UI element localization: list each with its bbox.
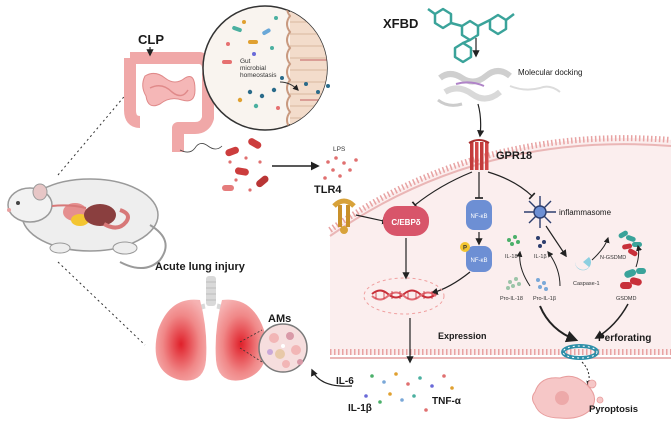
il1b-mature — [536, 236, 546, 248]
cebp-label: C/EBPδ — [391, 218, 420, 227]
mouse-illustration — [7, 178, 167, 269]
phospho-label: P — [463, 246, 467, 252]
pro-il18-label: Pro-IL-18 — [500, 296, 523, 302]
perforating-label: Perforating — [598, 333, 651, 344]
leak-line — [179, 143, 223, 153]
cell — [328, 135, 671, 359]
pro-il1b-cleave-arrow — [547, 251, 561, 287]
pyroptotic-cell — [532, 375, 604, 419]
il18-label: IL-18 — [505, 254, 518, 260]
lps-dots — [323, 156, 358, 180]
inflammasome-node — [524, 196, 556, 228]
xfbd-label: XFBD — [383, 16, 418, 31]
gsdmd-to-ngsdmd-arrow — [635, 244, 642, 268]
tlr4-label: TLR4 — [314, 184, 342, 196]
pro-il1b — [536, 278, 548, 291]
dna-nucleus — [363, 277, 445, 315]
docking-protein — [437, 68, 561, 107]
nfkb-label: NF-κB — [471, 214, 488, 220]
expression-label: Expression — [438, 331, 487, 341]
inflammasome-to-caspase-arrow — [545, 225, 567, 258]
il1b-label: IL-1β — [348, 403, 372, 414]
gpr18-inhibit-cebp — [411, 171, 473, 209]
gut-zoom-circle — [202, 5, 330, 131]
phospho-badge — [460, 242, 470, 252]
gpr18-label: GPR18 — [496, 150, 532, 162]
nfkb-to-dna-arrow — [430, 271, 471, 295]
acute-lung-injury-label: Acute lung injury — [155, 261, 246, 273]
lungs-illustration — [155, 276, 267, 381]
gsdmd — [620, 268, 646, 289]
caspase1-label: Caspase-1 — [573, 281, 600, 287]
membrane-pore — [561, 344, 599, 360]
cytokine-particles — [364, 372, 454, 412]
il6-label: IL-6 — [336, 376, 354, 387]
ams-label: AMs — [268, 313, 291, 325]
docking-label: Molecular docking — [518, 68, 582, 77]
nfkb-p-node — [466, 246, 492, 272]
cytokines-to-ams-arrow — [311, 368, 353, 387]
il-release-arrow — [539, 305, 579, 343]
pore-to-pyroptosis-arrow — [581, 361, 593, 388]
ams-circle — [258, 323, 308, 373]
gpr18-inhibit-inflammasome — [487, 171, 536, 200]
tnfa-label: TNF-α — [432, 396, 462, 407]
pro-il18-cleave-arrow — [516, 250, 531, 287]
nfkb-p-label: NF-κB — [471, 258, 488, 264]
clp-label: CLP — [138, 32, 164, 47]
tlr4-to-cebp-arrow — [355, 214, 390, 225]
cebp-node — [383, 206, 429, 236]
gsdmd-to-pore-arrow — [594, 303, 629, 339]
pro-il18 — [506, 277, 521, 290]
intestine-illustration — [124, 52, 215, 152]
inflammasome-label: inflammasome — [559, 208, 612, 217]
lps-label: LPS — [333, 146, 346, 153]
tlr4-receptor — [332, 198, 356, 234]
caspase1-icon — [574, 257, 591, 271]
zoom-line-ams-bottom — [239, 347, 263, 363]
xfbd-molecule — [427, 7, 515, 64]
connector-mouse-lung — [57, 261, 146, 346]
nfkb-node — [466, 200, 492, 230]
gsdmd-label: GSDMD — [616, 296, 637, 302]
docking-to-gpr18-arrow — [477, 103, 485, 138]
caspase-to-ngsdmd-arrow — [591, 236, 610, 261]
pyroptosis-label: Pyroptosis — [589, 404, 638, 415]
zoom-line-ams-top — [239, 329, 263, 343]
connector-mouse-gut — [57, 91, 129, 176]
gut-homeostasis-label: Gut microbial homeostasis — [240, 58, 277, 79]
il18-mature — [507, 235, 520, 246]
pro-il1b-label: Pro-IL-1β — [533, 296, 556, 302]
gpr18-receptor — [468, 139, 490, 170]
il1b-small-label: IL-1β — [534, 254, 547, 260]
bacteria-cluster — [222, 138, 269, 192]
n-gsdmd-label: N-GSDMD — [600, 255, 626, 261]
